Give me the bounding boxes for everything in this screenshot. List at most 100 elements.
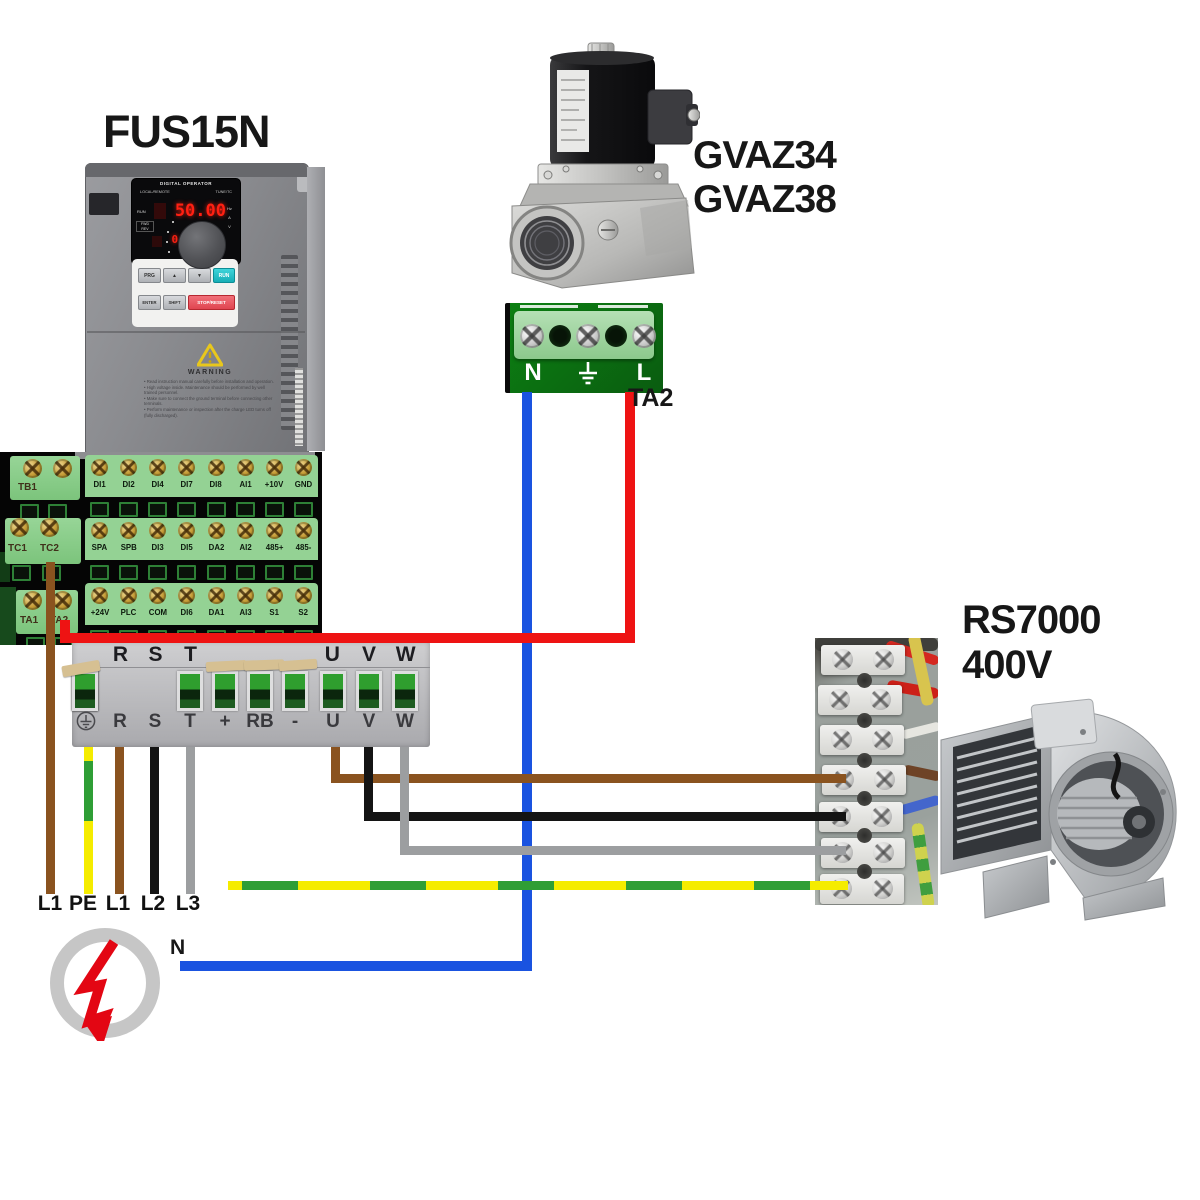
- ta1-screw: [23, 591, 42, 610]
- wire-pe-from-ground: [84, 747, 93, 894]
- wire-blue-neutral-horizontal: [180, 961, 532, 971]
- shift-button[interactable]: SHIFT: [163, 295, 186, 310]
- power-terminal-label: S: [148, 711, 162, 732]
- terminal-label: 485-: [295, 542, 312, 552]
- terminal-cell: DI7: [172, 455, 201, 517]
- gas-solenoid-valve-photo: [509, 42, 700, 289]
- terminal-gap-hole: [857, 713, 872, 728]
- terminal-label: DA2: [208, 542, 224, 552]
- warning-text-lines: Read instruction manual carefully before…: [144, 379, 278, 418]
- terminal-label: DI6: [180, 607, 194, 617]
- vfd-run-indicator: RUN: [137, 209, 146, 214]
- terminal-label: AI3: [239, 607, 252, 617]
- terminal-screw: [91, 522, 109, 539]
- terminal-label: DA1: [208, 607, 224, 617]
- terminal-slot: [264, 565, 284, 580]
- ta2-n-label: N: [524, 359, 542, 386]
- wire-u-vertical: [331, 747, 340, 783]
- wire-w-vertical: [400, 747, 409, 855]
- terminal-slot: [293, 565, 313, 580]
- phase-label: U: [324, 643, 340, 666]
- knob-tick-dot: [166, 241, 168, 243]
- stop-reset-button[interactable]: STOP/RESET: [188, 295, 235, 310]
- green-yellow-wire-photo: [911, 822, 935, 905]
- vfd-top-band: [85, 163, 307, 177]
- terminal-cell: 485+: [260, 518, 289, 580]
- power-slot-s: [247, 671, 273, 711]
- power-slot-rb: [356, 671, 382, 711]
- silkscreen-line: [520, 305, 578, 308]
- terminal-cell: DI3: [143, 518, 172, 580]
- vfd-panel-title: DIGITAL OPERATOR: [160, 181, 212, 186]
- ta2-label: TA2: [50, 615, 68, 626]
- terminal-screw: [178, 459, 196, 476]
- tc-slot1: [12, 565, 31, 581]
- power-terminal-label: -: [291, 711, 299, 732]
- neutral-wire-label: N: [170, 936, 186, 959]
- terminal-cell: DI4: [143, 455, 172, 517]
- wire-red-to-l: [625, 392, 635, 643]
- terminal-label: S1: [269, 607, 280, 617]
- terminal-cell: SPA: [85, 518, 114, 580]
- wire-red-horizontal: [60, 633, 635, 643]
- warning-line: Perform maintenance or inspection after …: [144, 407, 278, 418]
- centrifugal-blower-photo: [940, 698, 1177, 921]
- terminal-slot: [206, 565, 226, 580]
- tape-scrap4: [278, 658, 318, 672]
- pcb-fragment2: [0, 552, 10, 582]
- wire-l1-from-r: [115, 747, 124, 894]
- terminal-screw: [149, 587, 167, 604]
- fan-model-label: RS7000 400V: [962, 598, 1102, 688]
- power-terminal-label: V: [362, 711, 376, 732]
- vfd-display-panel: DIGITAL OPERATOR LOCAL/REMOTE TUNE/TC RU…: [131, 178, 241, 269]
- terminal-slot: [148, 565, 168, 580]
- terminal-screw: [236, 587, 254, 604]
- power-terminal-label: +: [219, 711, 231, 732]
- terminal-screw: [236, 459, 254, 476]
- terminal-cell: AI2: [231, 518, 260, 580]
- valve-model-label: GVAZ34 GVAZ38: [693, 134, 837, 222]
- vfd-serial-sticker: [295, 368, 303, 446]
- up-button[interactable]: ▲: [163, 268, 186, 283]
- terminal-cell: DI5: [172, 518, 201, 580]
- terminal-slot: [235, 502, 255, 517]
- warning-line: Read instruction manual carefully before…: [144, 379, 278, 385]
- run-button[interactable]: RUN: [213, 268, 235, 283]
- phase-label: S: [148, 643, 163, 666]
- wire-u-to-fan: [331, 774, 846, 783]
- terminal-label: S2: [298, 607, 309, 617]
- enter-button[interactable]: ENTER: [138, 295, 161, 310]
- terminal-slot: [264, 502, 284, 517]
- terminal-screw: [265, 459, 283, 476]
- down-button[interactable]: ▼: [188, 268, 211, 283]
- knob-tick-dot: [168, 251, 170, 253]
- terminal-screw: [120, 459, 138, 476]
- warning-line: High voltage inside. Maintenance should …: [144, 385, 278, 396]
- tc1-label: TC1: [8, 543, 27, 554]
- power-slot-gnd: [177, 671, 203, 711]
- terminal-slot: [90, 502, 110, 517]
- vfd-jog-knob[interactable]: [178, 221, 226, 269]
- power-terminal-label: R: [113, 711, 127, 732]
- terminal-gap-hole: [857, 673, 872, 688]
- terminal-screw: [207, 522, 225, 539]
- terminal-screw: [294, 459, 312, 476]
- wire-blue-from-n: [522, 392, 532, 971]
- wire-l2-from-s: [150, 747, 159, 894]
- terminal-label: AI1: [239, 479, 252, 489]
- prg-button[interactable]: PRG: [138, 268, 161, 283]
- vfd-photo: DIGITAL OPERATOR LOCAL/REMOTE TUNE/TC RU…: [85, 163, 325, 457]
- vfd-local-remote-label: LOCAL/REMOTE: [140, 190, 170, 194]
- terminal-gap-hole: [857, 828, 872, 843]
- tc1-screw: [10, 518, 29, 537]
- vfd-seam: [87, 331, 305, 333]
- terminal-screw: [149, 459, 167, 476]
- vfd-main-display: 50.00: [174, 201, 226, 221]
- ground-terminal-icon: [76, 711, 96, 731]
- terminal-label: SPA: [91, 542, 108, 552]
- ta2-tag-label: TA2: [628, 384, 674, 412]
- tb1-screw-1: [23, 459, 42, 478]
